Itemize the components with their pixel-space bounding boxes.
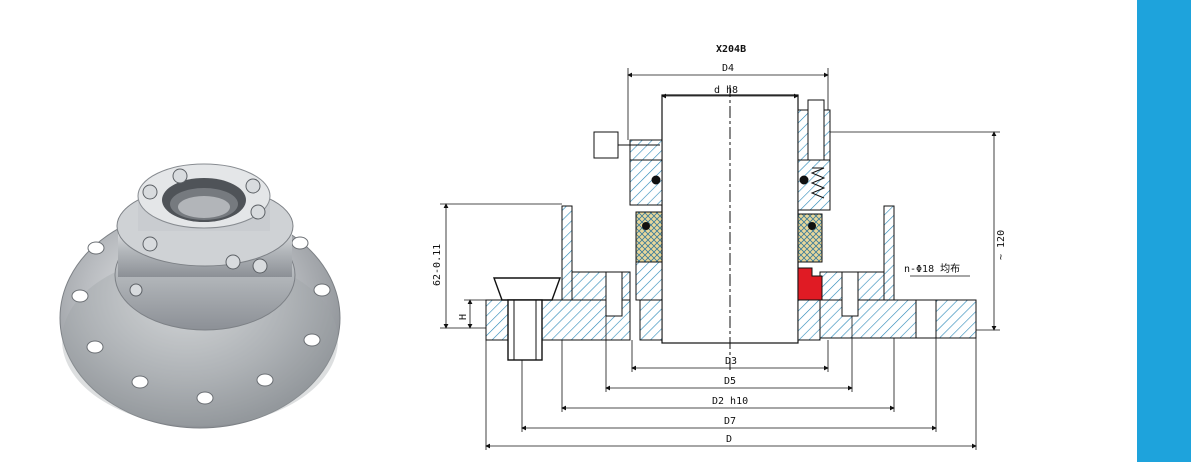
- dim-d3: D3: [725, 356, 737, 367]
- dim-d2-h10: D2 h10: [712, 396, 748, 407]
- dim-d-h8: d h8: [714, 85, 738, 96]
- right-accent-bar: [1137, 0, 1191, 462]
- dimension-lines: [440, 68, 1000, 450]
- mechanical-seal-flange-photo: [59, 163, 341, 429]
- dim-d5: D5: [724, 376, 736, 387]
- dim-holes: n-Φ18 均布: [904, 263, 960, 275]
- dim-tolerance-62: 62-0.11: [432, 244, 443, 286]
- dim-d7: D7: [724, 416, 736, 427]
- model-label: X204B: [716, 44, 746, 55]
- dim-H: H: [458, 314, 469, 320]
- dim-D: D: [726, 434, 732, 445]
- dim-d4: D4: [722, 63, 734, 74]
- dim-height-120: ~ 120: [996, 230, 1007, 260]
- cross-section-drawing: [485, 85, 977, 370]
